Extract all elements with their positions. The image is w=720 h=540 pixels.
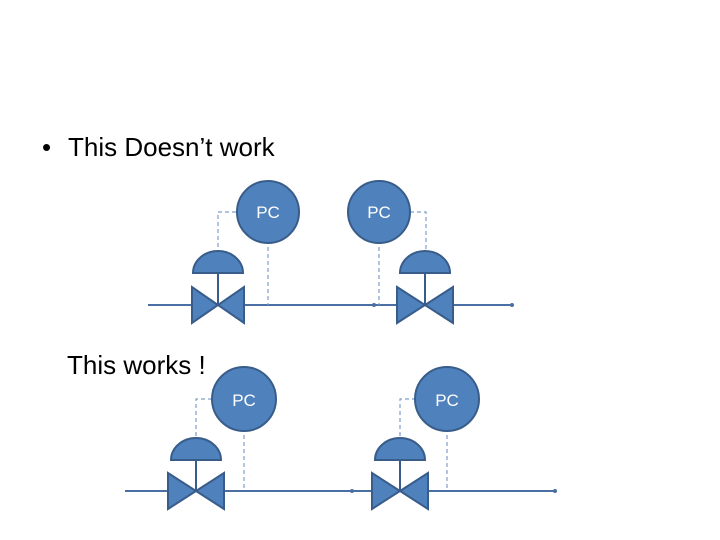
caption-this-works: This works ! [67,350,206,380]
control-valve [396,250,454,325]
pressure-controller-circle [414,366,480,432]
bullet-line: • This Doesn’t work [42,132,275,163]
bullet-text: This Doesn’t work [68,132,275,162]
pressure-controller-label: PC [256,203,280,222]
pressure-controller-circle [236,180,300,244]
control-valve [191,250,245,325]
control-loop-top-right: PC [347,180,454,325]
control-valve [371,437,429,511]
signal-line-controller-to-valve [410,211,427,255]
signal-line-controller-to-valve [399,398,416,442]
signal-line-controller-to-valve [217,211,236,255]
control-loop-top-left: PC [191,180,300,325]
bottom-row: PC PC [125,366,557,511]
control-loop-bottom-right: PC [371,366,480,511]
top-row: PC PC [148,180,514,325]
bullet-dot: • [42,132,52,162]
pressure-controller-label: PC [435,391,459,410]
pressure-controller-circle [347,180,411,244]
pressure-controller-label: PC [232,391,256,410]
control-valve [167,437,225,511]
signal-line-controller-to-valve [195,398,212,442]
pressure-controller-label: PC [367,203,391,222]
control-loop-bottom-left: PC [167,366,277,511]
pressure-controller-circle [211,366,277,432]
